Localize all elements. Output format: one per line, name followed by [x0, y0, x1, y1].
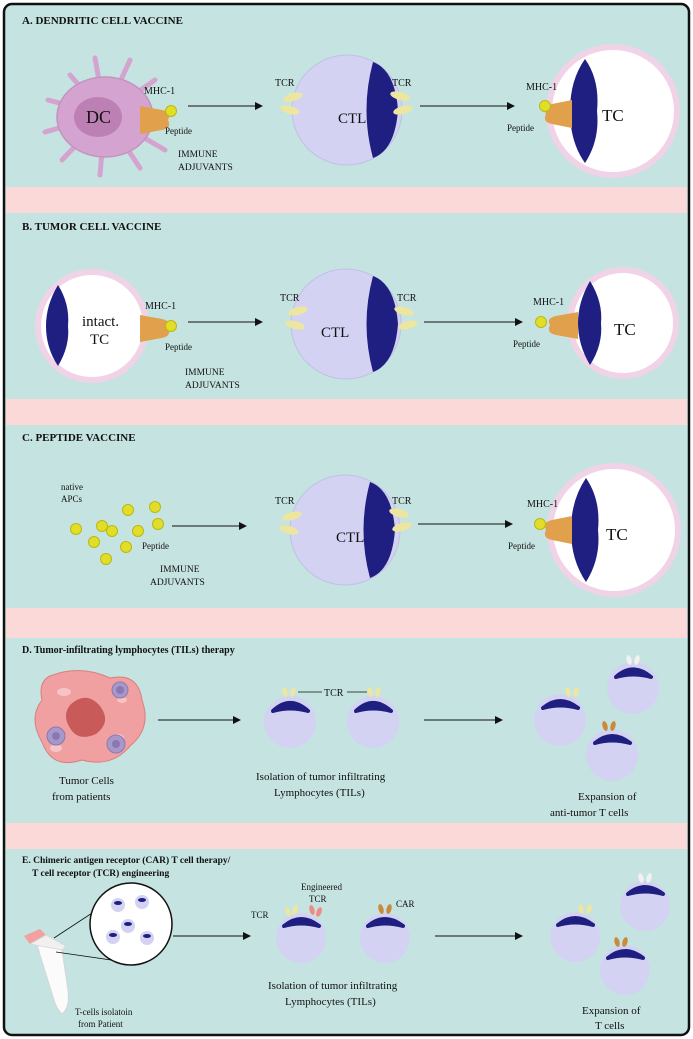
tumor-cell	[546, 44, 680, 178]
tc-label: TC	[606, 525, 628, 544]
ctl-label: CTL	[338, 111, 366, 127]
ctl-cell	[280, 54, 413, 166]
tumor-tissue	[34, 670, 146, 764]
expanded-t-cell	[607, 655, 659, 714]
separator-de	[6, 823, 687, 849]
panel-e-title-1: E. Chimeric antigen receptor (CAR) T cel…	[22, 855, 231, 866]
mhc-label: MHC-1	[144, 86, 175, 97]
peptide-label: Peptide	[508, 541, 535, 551]
panel-e: E. Chimeric antigen receptor (CAR) T cel…	[22, 855, 670, 1032]
adjuvants-label-1: IMMUNE	[185, 368, 225, 378]
tcr-right-label: TCR	[397, 293, 417, 304]
panel-a: A. DENDRITIC CELL VACCINE DC	[22, 15, 680, 178]
expanded-t-cell	[620, 873, 670, 931]
ctl-label: CTL	[321, 325, 349, 341]
adjuvants-label-2: ADJUVANTS	[178, 163, 233, 173]
expansion-label-1: Expansion of	[578, 791, 637, 803]
panel-e-title-2: T cell receptor (TCR) engineering	[32, 868, 169, 879]
adjuvants-label-1: IMMUNE	[178, 150, 218, 160]
panel-a-title: A. DENDRITIC CELL VACCINE	[22, 15, 183, 27]
expanded-t-cell	[534, 687, 586, 746]
intact-label-2: TC	[90, 332, 109, 348]
peptide-label: Peptide	[513, 339, 540, 349]
intact-label-1: intact.	[82, 314, 119, 330]
peptide-label: Peptide	[165, 342, 192, 352]
dc-nucleus	[74, 97, 122, 137]
isolation-label-2: Lymphocytes (TILs)	[274, 787, 365, 799]
intact-tumor-cell	[35, 269, 149, 383]
tcr-label: TCR	[324, 688, 344, 699]
expanded-t-cell	[550, 904, 600, 962]
isolation-label-1: Isolation of tumor infiltrating	[256, 771, 386, 783]
tc-label: TC	[602, 106, 624, 125]
car-label: CAR	[396, 899, 415, 909]
panel-c-title: C. PEPTIDE VACCINE	[22, 432, 136, 444]
native-label-2: APCs	[61, 494, 83, 504]
mhc-label: MHC-1	[533, 297, 564, 308]
expanded-t-cell	[586, 721, 638, 781]
expansion-label-2: anti-tumor T cells	[550, 807, 628, 819]
panel-b-title: B. TUMOR CELL VACCINE	[22, 221, 161, 233]
mhc-peptide-complex	[140, 105, 177, 134]
magnified-cells	[89, 882, 173, 966]
tcr-label: TCR	[251, 910, 269, 920]
engineered-t-cell	[276, 905, 326, 963]
tcr-right-label: TCR	[392, 78, 412, 89]
expansion-label-2: T cells	[595, 1020, 624, 1032]
expansion-label-1: Expansion of	[582, 1005, 641, 1017]
mhc-label: MHC-1	[145, 301, 176, 312]
ctl-cell	[285, 268, 418, 380]
source-label-2: from Patient	[78, 1019, 123, 1029]
mhc-peptide-complex	[535, 312, 578, 339]
tc-label: TC	[614, 320, 636, 339]
separator-bc	[6, 399, 687, 425]
expanded-t-cell	[600, 937, 650, 995]
peptide-label: Peptide	[507, 123, 534, 133]
adjuvants-label-2: ADJUVANTS	[185, 381, 240, 391]
panel-d: D. Tumor-infiltrating lymphocytes (TILs)…	[22, 645, 659, 819]
mhc-peptide-complex	[140, 315, 177, 342]
mhc-label: MHC-1	[527, 499, 558, 510]
dendritic-cell: DC	[42, 55, 168, 178]
panel-c: C. PEPTIDE VACCINE native APCs Peptide I…	[22, 432, 681, 597]
test-tube	[24, 899, 133, 1015]
adjuvants-label-2: ADJUVANTS	[150, 578, 205, 588]
car-t-cell	[360, 904, 410, 963]
adjuvants-label-1: IMMUNE	[160, 565, 200, 575]
peptide-cluster	[70, 501, 164, 565]
til-cell	[264, 687, 316, 748]
tumor-label-1: Tumor Cells	[59, 775, 114, 787]
separator-cd	[6, 608, 687, 638]
ctl-label: CTL	[336, 530, 364, 546]
source-label-1: T-cells isolatoin	[75, 1007, 133, 1017]
panel-b: B. TUMOR CELL VACCINE intact. TC MHC-1 P…	[22, 221, 679, 391]
tcr-left-label: TCR	[275, 496, 295, 507]
ctl-cell	[279, 474, 412, 586]
mhc-peptide-complex	[534, 516, 572, 544]
tcr-left-label: TCR	[275, 78, 295, 89]
dc-label: DC	[86, 107, 111, 127]
separator-ab	[6, 187, 687, 213]
mhc-label: MHC-1	[526, 82, 557, 93]
tumor-cell	[547, 463, 681, 597]
til-cell	[347, 687, 399, 748]
isolation-label-1: Isolation of tumor infiltrating	[268, 980, 398, 992]
engineered-label-1: Engineered	[301, 882, 342, 892]
native-label-1: native	[61, 482, 83, 492]
engineered-label-2: TCR	[309, 894, 327, 904]
panel-d-title: D. Tumor-infiltrating lymphocytes (TILs)…	[22, 645, 235, 656]
tcr-right-label: TCR	[392, 496, 412, 507]
peptide-label: Peptide	[142, 541, 169, 551]
tumor-cell	[567, 267, 679, 379]
peptide-label: Peptide	[165, 126, 192, 136]
isolation-label-2: Lymphocytes (TILs)	[285, 996, 376, 1008]
tcr-left-label: TCR	[280, 293, 300, 304]
mhc-peptide-complex	[539, 100, 572, 128]
tumor-label-2: from patients	[52, 791, 110, 803]
